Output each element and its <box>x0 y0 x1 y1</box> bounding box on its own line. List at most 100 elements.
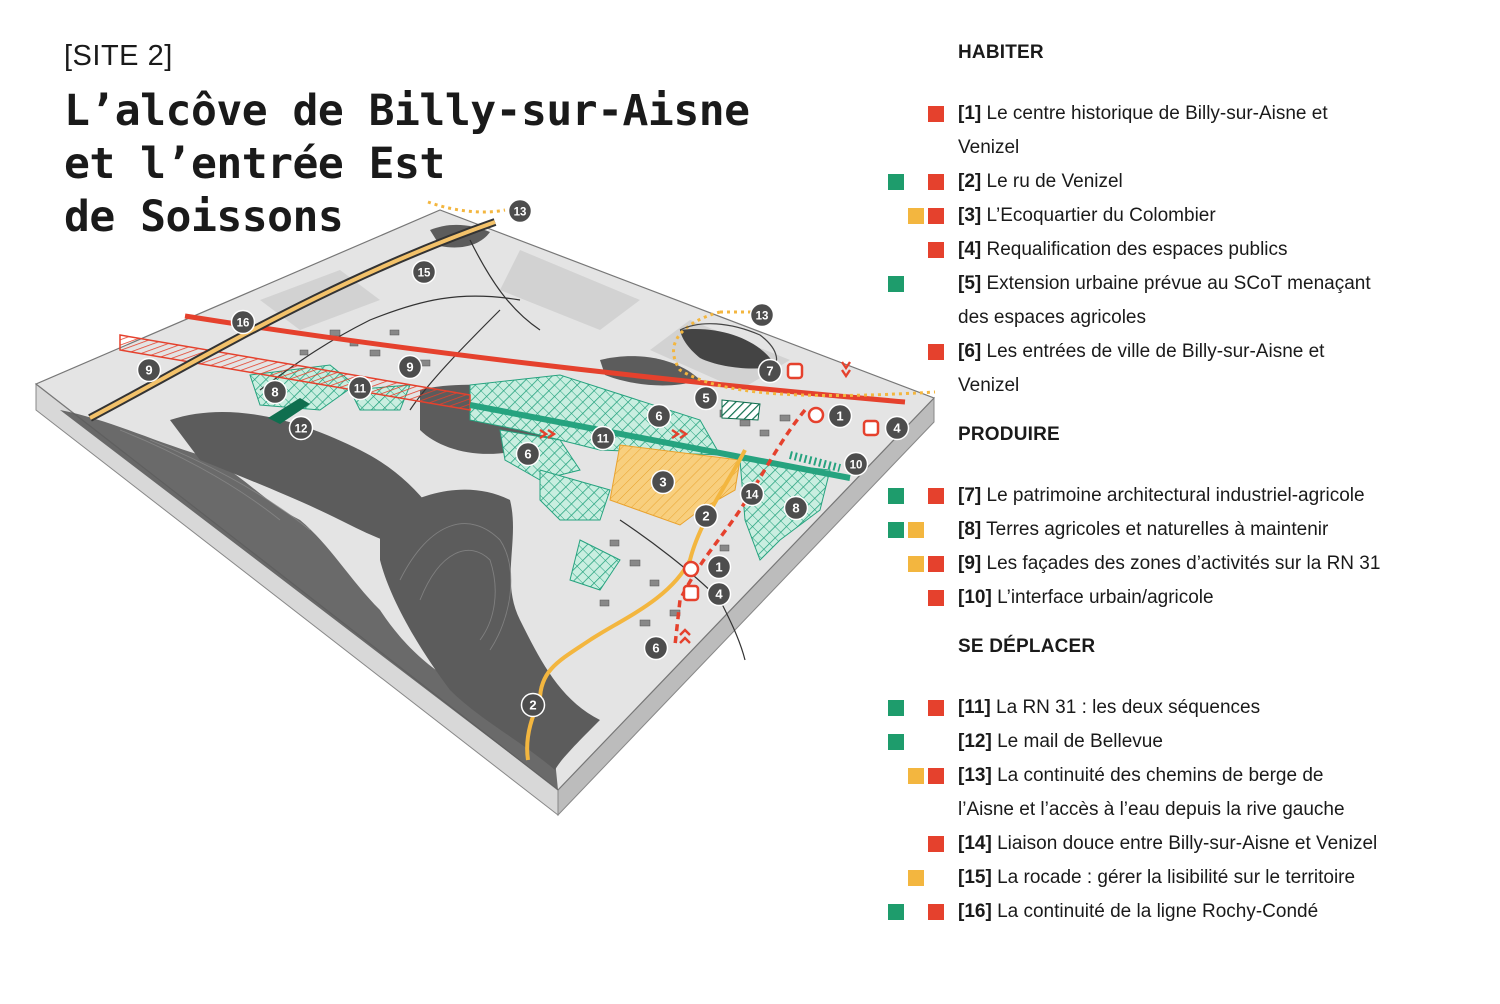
legend-item: [16] La continuité de la ligne Rochy-Con… <box>880 895 1480 929</box>
label-number: 4 <box>893 421 901 436</box>
title-line-3: de Soissons <box>64 192 344 242</box>
legend-item-number: [11] <box>958 697 991 718</box>
legend-item: [4] Requalification des espaces publics <box>880 233 1480 267</box>
label-badge <box>411 259 437 285</box>
legend-item-number: [2] <box>958 171 982 192</box>
label-9-center: 9 <box>397 354 423 380</box>
legend-item: [9] Les façades des zones d’activités su… <box>880 547 1480 581</box>
legend-item-line: L’interface urbain/agricole <box>991 587 1214 608</box>
liaison-douce-path <box>673 408 807 646</box>
legend-item-text: [7] Le patrimoine architectural industri… <box>958 479 1478 513</box>
legend-item-number: [14] <box>958 833 992 854</box>
legend-item-text: [16] La continuité de la ligne Rochy-Con… <box>958 895 1478 929</box>
contour-lines <box>119 429 512 651</box>
label-number: 12 <box>295 424 308 436</box>
legend-item: [3] L’Ecoquartier du Colombier <box>880 199 1480 233</box>
legend-item-number: [1] <box>958 103 982 124</box>
label-1-north: 1 <box>827 403 853 429</box>
legend-item-text: [1] Le centre historique de Billy-sur-Ai… <box>958 97 1478 165</box>
agricultural-heritage-area <box>721 399 761 421</box>
label-2-north: 2 <box>693 503 719 529</box>
label-number: 14 <box>746 490 759 502</box>
label-11-west: 11 <box>347 375 373 401</box>
green-category-marker <box>888 174 904 190</box>
label-badge <box>288 415 314 441</box>
legend-item-number: [8] <box>958 519 982 540</box>
label-12: 12 <box>288 415 314 441</box>
label-badge <box>693 503 719 529</box>
legend-item: [12] Le mail de Bellevue <box>880 725 1480 759</box>
label-13-north: 13 <box>507 198 533 224</box>
legend-item-text: [2] Le ru de Venizel <box>958 165 1478 199</box>
historic-center-markers <box>682 406 825 578</box>
label-badge <box>397 354 423 380</box>
label-10: 10 <box>843 451 869 477</box>
label-13-east: 13 <box>749 302 775 328</box>
yellow-category-marker <box>908 870 924 886</box>
legend-item-number: [5] <box>958 273 982 294</box>
label-number: 13 <box>514 207 527 219</box>
label-14: 14 <box>739 481 765 507</box>
label-4-north: 4 <box>884 415 910 441</box>
label-number: 15 <box>418 268 431 280</box>
legend-item-text: [10] L’interface urbain/agricole <box>958 581 1478 615</box>
label-number: 10 <box>850 460 863 472</box>
green-category-marker <box>888 488 904 504</box>
legend-item-line: La RN 31 : les deux séquences <box>990 697 1261 718</box>
yellow-category-marker <box>908 522 924 538</box>
legend-item-text: [6] Les entrées de ville de Billy-sur-Ai… <box>958 335 1478 403</box>
label-number: 7 <box>766 364 773 379</box>
label-badge <box>643 635 669 661</box>
legend-item: [13] La continuité des chemins de berge … <box>880 759 1480 827</box>
red-category-marker <box>928 344 944 360</box>
berge-path-north <box>427 200 506 214</box>
legend-item-text: [8] Terres agricoles et naturelles à mai… <box>958 513 1478 547</box>
label-number: 1 <box>715 560 722 575</box>
legend-item-line: Le mail de Bellevue <box>991 731 1163 752</box>
red-category-marker <box>928 556 944 572</box>
label-badge <box>590 425 616 451</box>
legend-item-number: [7] <box>958 485 982 506</box>
red-category-marker <box>928 106 944 122</box>
legend-item: [6] Les entrées de ville de Billy-sur-Ai… <box>880 335 1480 403</box>
label-number: 4 <box>715 587 723 602</box>
green-category-marker <box>888 276 904 292</box>
legend-item-number: [9] <box>958 553 982 574</box>
label-8-east: 8 <box>783 495 809 521</box>
label-number: 6 <box>524 447 531 462</box>
label-number: 1 <box>836 409 843 424</box>
label-badge <box>515 441 541 467</box>
label-number: 8 <box>271 385 278 400</box>
page-title: L’alcôve de Billy-sur-Aisne et l’entrée … <box>64 85 824 244</box>
label-number: 13 <box>756 311 769 323</box>
legend-item: [5] Extension urbaine prévue au SCoT men… <box>880 267 1480 335</box>
label-badge <box>650 469 676 495</box>
label-badge <box>507 198 533 224</box>
label-badge <box>706 554 732 580</box>
legend-item-line: Le centre historique de Billy-sur-Aisne … <box>981 103 1328 124</box>
yellow-category-marker <box>908 768 924 784</box>
legend-item-line: Le patrimoine architectural industriel-a… <box>981 485 1365 506</box>
legend-item: [8] Terres agricoles et naturelles à mai… <box>880 513 1480 547</box>
green-category-marker <box>888 522 904 538</box>
legend-item-number: [4] <box>958 239 982 260</box>
label-3: 3 <box>650 469 676 495</box>
label-badge <box>757 358 783 384</box>
label-11-east: 11 <box>590 425 616 451</box>
label-4-south: 4 <box>706 581 732 607</box>
label-badge <box>136 357 162 383</box>
legend-item-text: [12] Le mail de Bellevue <box>958 725 1478 759</box>
label-badge <box>827 403 853 429</box>
legend-item-text: [4] Requalification des espaces publics <box>958 233 1478 267</box>
label-number: 9 <box>145 363 152 378</box>
title-line-2: et l’entrée Est <box>64 139 445 189</box>
label-number: 11 <box>354 384 367 396</box>
legend-section-title: PRODUIRE <box>958 424 1060 445</box>
public-space-markers <box>682 362 880 602</box>
legend-item-number: [15] <box>958 867 992 888</box>
legend-item-line: Venizel <box>958 375 1020 396</box>
label-6-south: 6 <box>643 635 669 661</box>
label-1-south: 1 <box>706 554 732 580</box>
red-category-marker <box>928 836 944 852</box>
